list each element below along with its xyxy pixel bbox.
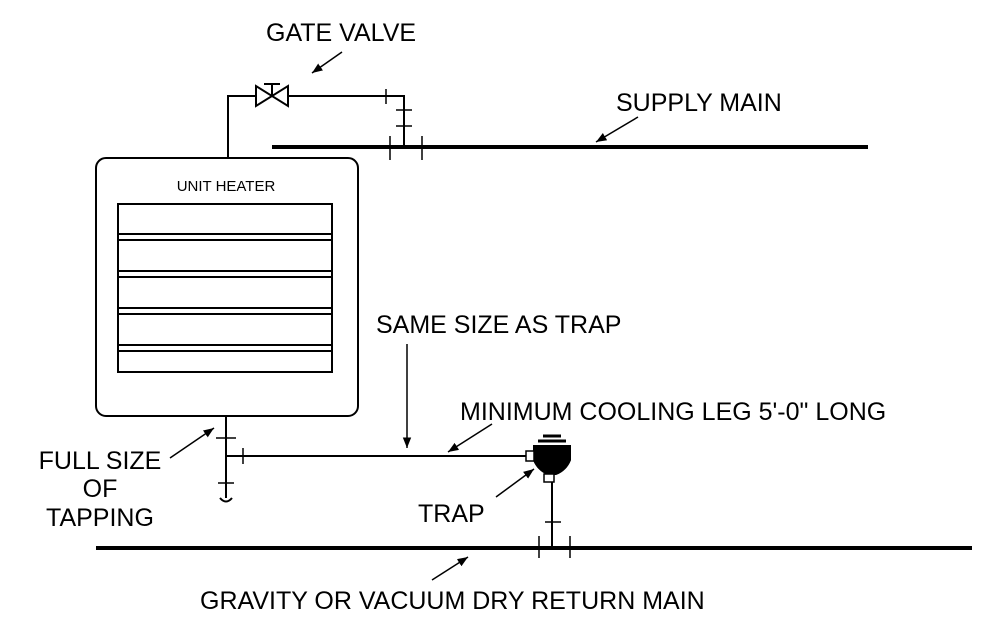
trap-symbol xyxy=(525,434,571,483)
heater-outlet-drop xyxy=(216,416,236,503)
unit-heater xyxy=(95,157,359,417)
minimum-cooling-leg-label: MINIMUM COOLING LEG 5'-0" LONG xyxy=(460,398,886,426)
unit-heater-label: UNIT HEATER xyxy=(177,178,276,195)
full-size-leader xyxy=(169,427,215,459)
leader-arrows xyxy=(169,51,639,581)
supply-main-leader xyxy=(595,116,639,143)
unit-heater-grille xyxy=(117,203,333,373)
return-main-leader xyxy=(431,556,469,581)
grille-louvers xyxy=(118,233,332,352)
full-size-label-line3: TAPPING xyxy=(46,504,154,532)
supply-main-label: SUPPLY MAIN xyxy=(616,89,782,117)
trap-label: TRAP xyxy=(418,500,485,528)
unit-heater-housing xyxy=(95,157,359,417)
return-main-label: GRAVITY OR VACUUM DRY RETURN MAIN xyxy=(200,587,705,615)
supply-branch-pipe xyxy=(227,95,405,158)
full-size-label-line2: OF xyxy=(83,475,118,503)
supply-branch-fittings xyxy=(385,89,423,160)
trap-leader xyxy=(495,468,535,498)
gate-valve-leader xyxy=(311,51,343,74)
full-size-label-line1: FULL SIZE xyxy=(39,447,162,475)
same-size-as-trap-label: SAME SIZE AS TRAP xyxy=(376,311,621,339)
gate-valve-label: GATE VALVE xyxy=(266,19,416,47)
gate-valve-symbol xyxy=(255,83,289,108)
cooling-leg-leader xyxy=(447,423,493,453)
